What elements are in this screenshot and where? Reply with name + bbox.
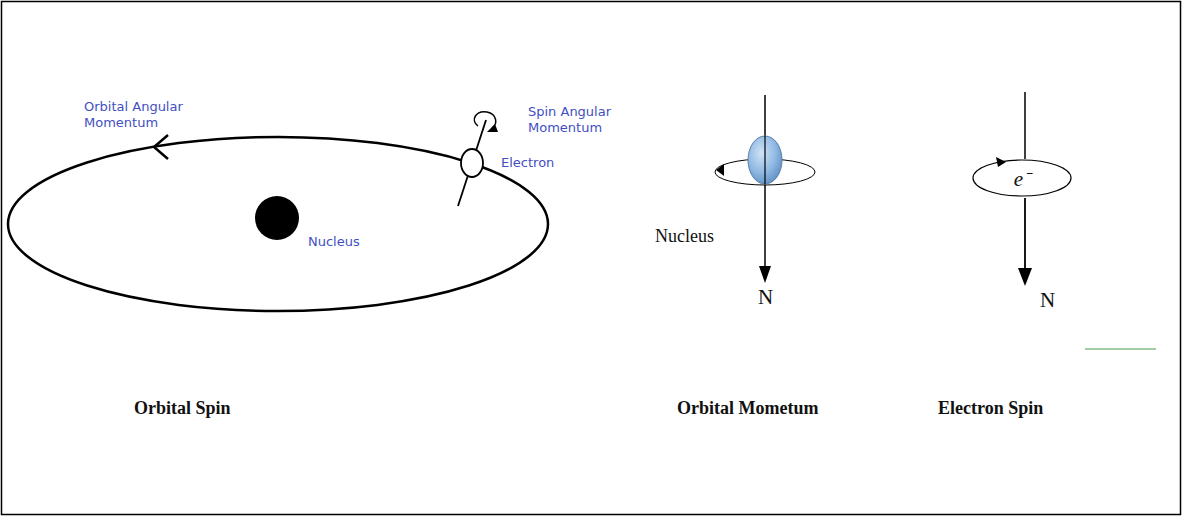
axis-arrowhead: [1018, 268, 1032, 286]
rotation-arrowhead: [716, 164, 724, 176]
electron-spin-ellipse: e⁻: [972, 159, 1072, 197]
part-label: Electron: [501, 155, 554, 171]
axis-line: [1024, 198, 1026, 270]
axis-line: [764, 95, 766, 268]
figure-caption: Orbital Spin: [134, 398, 231, 418]
annotation-label: Orbital Angular Momentum: [84, 99, 194, 131]
figure-caption: Electron Spin: [938, 398, 1043, 418]
figure-caption: Orbital Mometum: [677, 398, 818, 418]
axis-line: [1024, 92, 1026, 159]
rotation-ellipse: [973, 160, 1071, 196]
electron-circle: [461, 149, 483, 177]
part-label: Nucleus: [655, 228, 714, 244]
part-label: Nucleus: [308, 234, 360, 250]
orbit-arrow: [154, 135, 168, 159]
spin-arrowhead: [487, 124, 498, 132]
axis-line: [764, 136, 765, 184]
particle-symbol: e⁻: [972, 164, 1072, 192]
orbit-ellipse: [8, 137, 548, 311]
rotation-arrowhead: [996, 157, 1006, 167]
nucleus-body: [748, 136, 782, 184]
pole-label: N: [758, 286, 773, 308]
nucleus-dot: [255, 196, 299, 240]
axis-arrowhead: [759, 266, 771, 283]
green-mark: [1085, 348, 1156, 349]
pole-label: N: [1040, 289, 1055, 311]
spin-axis: [458, 120, 486, 206]
spin-arrow: [474, 112, 495, 128]
annotation-label: Spin Angular Momentum: [528, 104, 628, 136]
